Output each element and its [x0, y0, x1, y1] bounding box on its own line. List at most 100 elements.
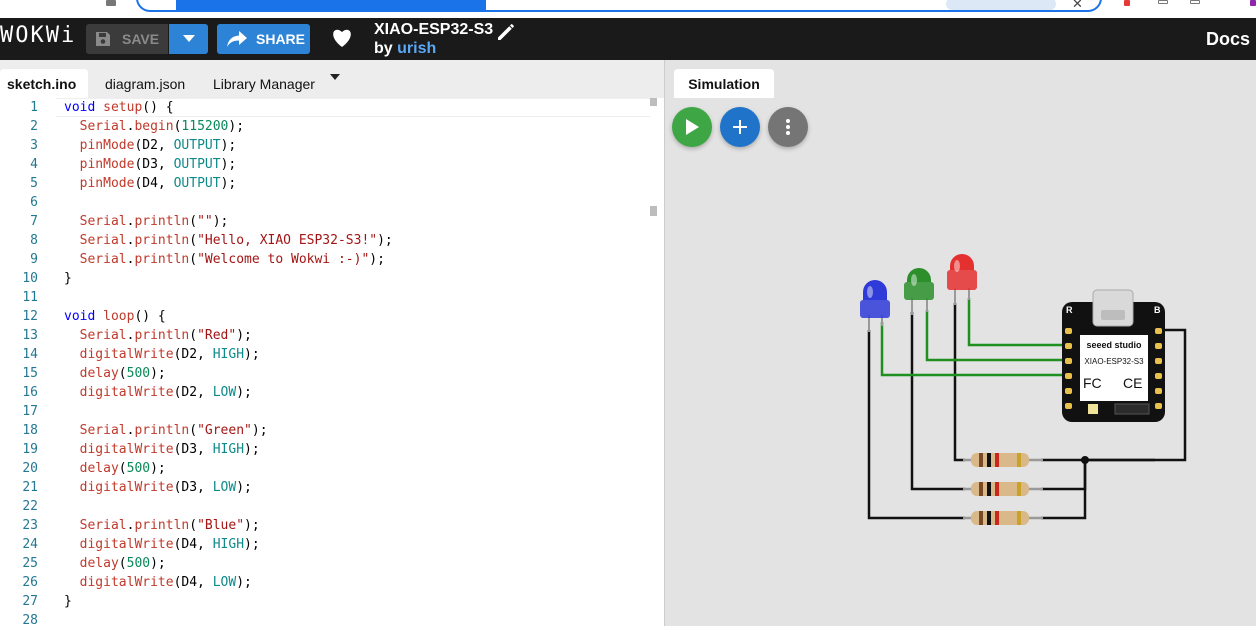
browser-window-icon[interactable] [1158, 0, 1168, 4]
code-line[interactable]: Serial.println("Red"); [64, 326, 252, 345]
code-token: Serial [79, 214, 127, 229]
code-line[interactable]: Serial.begin(115200); [64, 117, 244, 136]
code-line[interactable]: digitalWrite(D4, HIGH); [64, 535, 260, 554]
code-line[interactable]: void setup() { [64, 98, 174, 117]
code-line[interactable]: pinMode(D4, OUTPUT); [64, 174, 237, 193]
code-token: ); [220, 138, 237, 153]
tab-library-manager[interactable]: Library Manager [213, 76, 315, 92]
current-line-highlight [56, 98, 650, 117]
code-line[interactable]: digitalWrite(D3, HIGH); [64, 440, 260, 459]
code-line[interactable]: Serial.println(""); [64, 212, 229, 231]
tab-simulation[interactable]: Simulation [674, 69, 774, 98]
code-line[interactable]: } [64, 269, 72, 288]
line-number: 26 [22, 575, 38, 590]
code-token: 500 [126, 461, 151, 476]
tab-diagram-json[interactable]: diagram.json [105, 76, 186, 92]
code-line[interactable]: delay(500); [64, 364, 166, 383]
line-number: 27 [22, 594, 38, 609]
line-number: 23 [22, 518, 38, 533]
code-token [64, 537, 80, 552]
author-link[interactable]: urish [397, 40, 437, 57]
code-line[interactable]: pinMode(D3, OUTPUT); [64, 155, 237, 174]
ground-wires[interactable] [867, 303, 1187, 520]
editor-scroll-marker-top[interactable] [650, 98, 657, 106]
docs-link[interactable]: Docs [1205, 29, 1250, 49]
code-token: void [64, 309, 96, 324]
tab-sketch-ino[interactable]: sketch.ino [0, 69, 88, 98]
resistor-1[interactable] [963, 453, 1043, 467]
line-number: 20 [22, 461, 38, 476]
code-line[interactable]: digitalWrite(D4, LOW); [64, 573, 252, 592]
project-title[interactable]: XIAO-ESP32-S3 [374, 21, 494, 38]
code-token: HIGH [212, 537, 245, 552]
code-token: ); [220, 176, 237, 191]
tab-menu-caret-icon[interactable] [330, 74, 340, 81]
panel-divider[interactable] [664, 60, 665, 626]
code-token: (D2, [173, 347, 213, 362]
save-button-label: SAVE [122, 31, 160, 47]
code-token [64, 214, 80, 229]
add-part-button[interactable] [720, 107, 760, 147]
wokwi-logo[interactable]: WOKWi [0, 23, 77, 48]
code-line[interactable]: void loop() { [64, 307, 166, 326]
code-token: LOW [212, 385, 237, 400]
code-token: HIGH [212, 442, 245, 457]
code-line[interactable]: delay(500); [64, 554, 166, 573]
caret-down-icon [182, 35, 195, 42]
code-token: ); [369, 252, 385, 267]
code-token: ( [173, 119, 182, 134]
code-token [64, 328, 80, 343]
browser-apps-icon[interactable] [106, 0, 116, 6]
led-green[interactable] [904, 268, 934, 315]
resistor-3[interactable] [963, 511, 1043, 525]
code-line[interactable]: pinMode(D2, OUTPUT); [64, 136, 237, 155]
code-token: } [64, 271, 72, 286]
address-bar[interactable]: ✕ [136, 0, 1102, 12]
browser-profile-icon[interactable] [1250, 0, 1256, 6]
by-label: by [374, 40, 393, 57]
save-options-dropdown[interactable] [169, 24, 208, 54]
clear-url-icon[interactable]: ✕ [1072, 0, 1083, 11]
address-bar-chip[interactable] [946, 0, 1056, 10]
xiao-esp32-s3-board[interactable]: R B seeed studio XIAO-ESP32-S3 FC CE [1062, 289, 1165, 422]
code-line[interactable]: Serial.println("Blue"); [64, 516, 260, 535]
code-token: ( [118, 556, 127, 571]
start-simulation-button[interactable] [672, 107, 712, 147]
code-token: "Blue" [197, 518, 245, 533]
code-line[interactable]: digitalWrite(D2, LOW); [64, 383, 252, 402]
share-button-label: SHARE [256, 31, 306, 47]
code-line[interactable]: Serial.println("Welcome to Wokwi :-)"); [64, 250, 385, 269]
code-line[interactable]: Serial.println("Green"); [64, 421, 268, 440]
code-line[interactable]: digitalWrite(D3, LOW); [64, 478, 252, 497]
more-options-button[interactable] [768, 107, 808, 147]
editor-scroll-marker[interactable] [650, 206, 657, 216]
code-line[interactable]: } [64, 592, 72, 611]
circuit-diagram[interactable]: R B seeed studio XIAO-ESP32-S3 FC CE [665, 60, 1256, 626]
resistor-2[interactable] [963, 482, 1043, 496]
line-number: 24 [22, 537, 38, 552]
browser-tab-icon[interactable] [1190, 0, 1200, 4]
save-button[interactable]: SAVE [86, 24, 168, 54]
line-number: 5 [30, 176, 38, 191]
signal-wires[interactable] [880, 298, 1065, 377]
code-line[interactable]: digitalWrite(D2, HIGH); [64, 345, 260, 364]
share-button[interactable]: SHARE [217, 24, 310, 54]
led-red[interactable] [947, 254, 977, 305]
code-token: OUTPUT [173, 157, 221, 172]
pencil-edit-icon[interactable] [496, 22, 516, 42]
code-token: } [64, 594, 72, 609]
code-line[interactable]: delay(500); [64, 459, 166, 478]
led-blue[interactable] [860, 280, 890, 332]
code-token: println [134, 252, 190, 267]
code-token: ); [236, 328, 252, 343]
code-token: ( [189, 252, 198, 267]
code-line[interactable]: Serial.println("Hello, XIAO ESP32-S3!"); [64, 231, 393, 250]
code-token: Serial [79, 233, 127, 248]
browser-extension-icon[interactable] [1124, 0, 1130, 6]
line-number: 25 [22, 556, 38, 571]
code-token: "" [197, 214, 213, 229]
heart-icon[interactable] [331, 28, 353, 48]
code-token: println [134, 233, 190, 248]
